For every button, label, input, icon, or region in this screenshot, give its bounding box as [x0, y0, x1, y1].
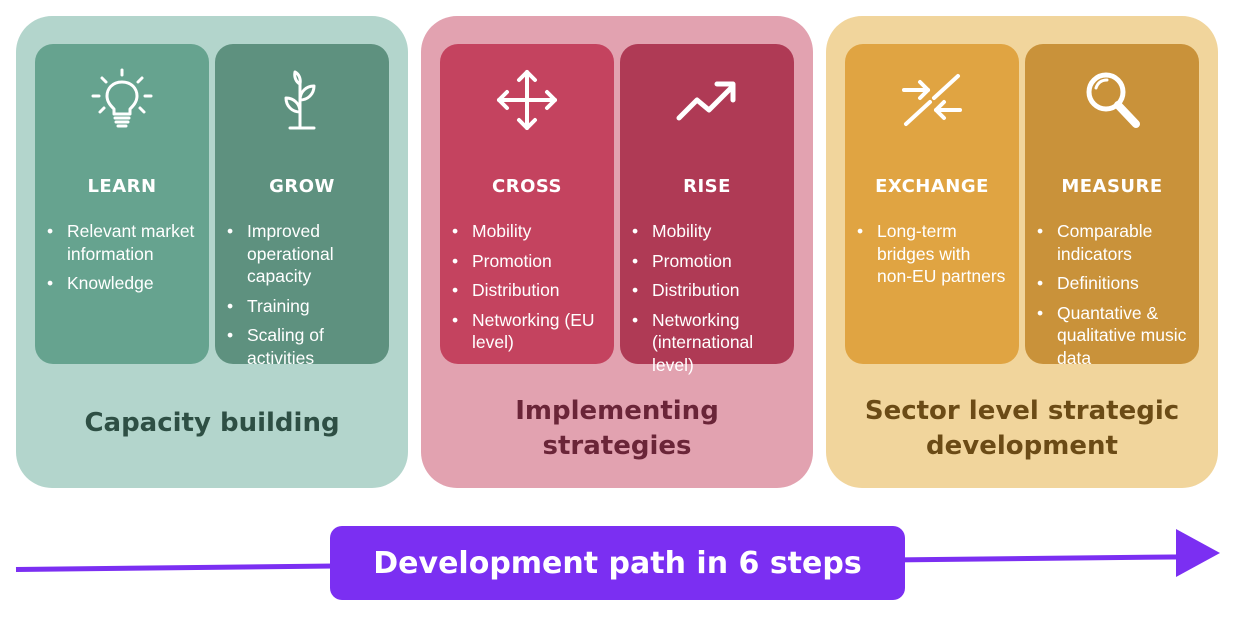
list-item: Networking (international level): [632, 309, 784, 377]
card-exchange: EXCHANGE Long-term bridges with non-EU p…: [845, 44, 1019, 364]
list-item: Mobility: [632, 220, 784, 243]
card-learn: LEARN Relevant market information Knowle…: [35, 44, 209, 364]
lightbulb-icon: [35, 68, 209, 132]
card-title-rise: RISE: [683, 176, 731, 197]
group-title-implementing-strategies: Implementing strategies: [515, 396, 719, 461]
card-title-learn: LEARN: [87, 176, 157, 197]
list-item: Mobility: [452, 220, 604, 243]
card-title-exchange: EXCHANGE: [875, 176, 989, 197]
list-item: Improved operational capacity: [227, 220, 379, 288]
bullet-list-rise: Mobility Promotion Distribution Networki…: [632, 220, 784, 383]
card-title-cross: CROSS: [492, 176, 562, 197]
arrow-head-icon: [1176, 529, 1220, 577]
group-title-capacity-building: Capacity building: [84, 408, 340, 438]
group-sector-level-development: EXCHANGE Long-term bridges with non-EU p…: [826, 16, 1218, 488]
group-implementing-strategies: CROSS Mobility Promotion Distribution Ne…: [421, 16, 813, 488]
card-grow: GROW Improved operational capacity Train…: [215, 44, 389, 368]
magnifier-icon: [1025, 68, 1199, 132]
exchange-arrows-icon: [845, 68, 1019, 132]
list-item: Knowledge: [47, 272, 199, 295]
list-item: Scaling of activities: [227, 324, 379, 369]
trend-up-icon: [620, 68, 794, 132]
bullet-list-learn: Relevant market information Knowledge: [47, 220, 199, 302]
card-title-grow: GROW: [269, 176, 335, 197]
list-item: Distribution: [452, 279, 604, 302]
list-item: Distribution: [632, 279, 784, 302]
list-item: Promotion: [452, 250, 604, 273]
list-item: Definitions: [1037, 272, 1189, 295]
development-path-label: Development path in 6 steps: [330, 526, 905, 600]
list-item: Comparable indicators: [1037, 220, 1189, 265]
list-item: Long-term bridges with non-EU partners: [857, 220, 1009, 288]
list-item: Networking (EU level): [452, 309, 604, 354]
list-item: Promotion: [632, 250, 784, 273]
card-cross: CROSS Mobility Promotion Distribution Ne…: [440, 44, 614, 364]
card-title-measure: MEASURE: [1061, 176, 1163, 197]
group-title-sector-level-development: Sector level strategic development: [864, 396, 1180, 461]
bullet-list-exchange: Long-term bridges with non-EU partners: [857, 220, 1009, 295]
bullet-list-grow: Improved operational capacity Training S…: [227, 220, 379, 376]
list-item: Relevant market information: [47, 220, 199, 265]
list-item: Training: [227, 295, 379, 318]
card-measure: MEASURE Comparable indicators Definition…: [1025, 44, 1199, 368]
card-rise: RISE Mobility Promotion Distribution Net…: [620, 44, 794, 375]
bullet-list-cross: Mobility Promotion Distribution Networki…: [452, 220, 604, 361]
bullet-list-measure: Comparable indicators Definitions Quanta…: [1037, 220, 1189, 376]
list-item: Quantative & qualitative music data: [1037, 302, 1189, 370]
sprout-icon: [215, 68, 389, 132]
group-capacity-building: LEARN Relevant market information Knowle…: [16, 16, 408, 488]
move-arrows-icon: [440, 68, 614, 132]
